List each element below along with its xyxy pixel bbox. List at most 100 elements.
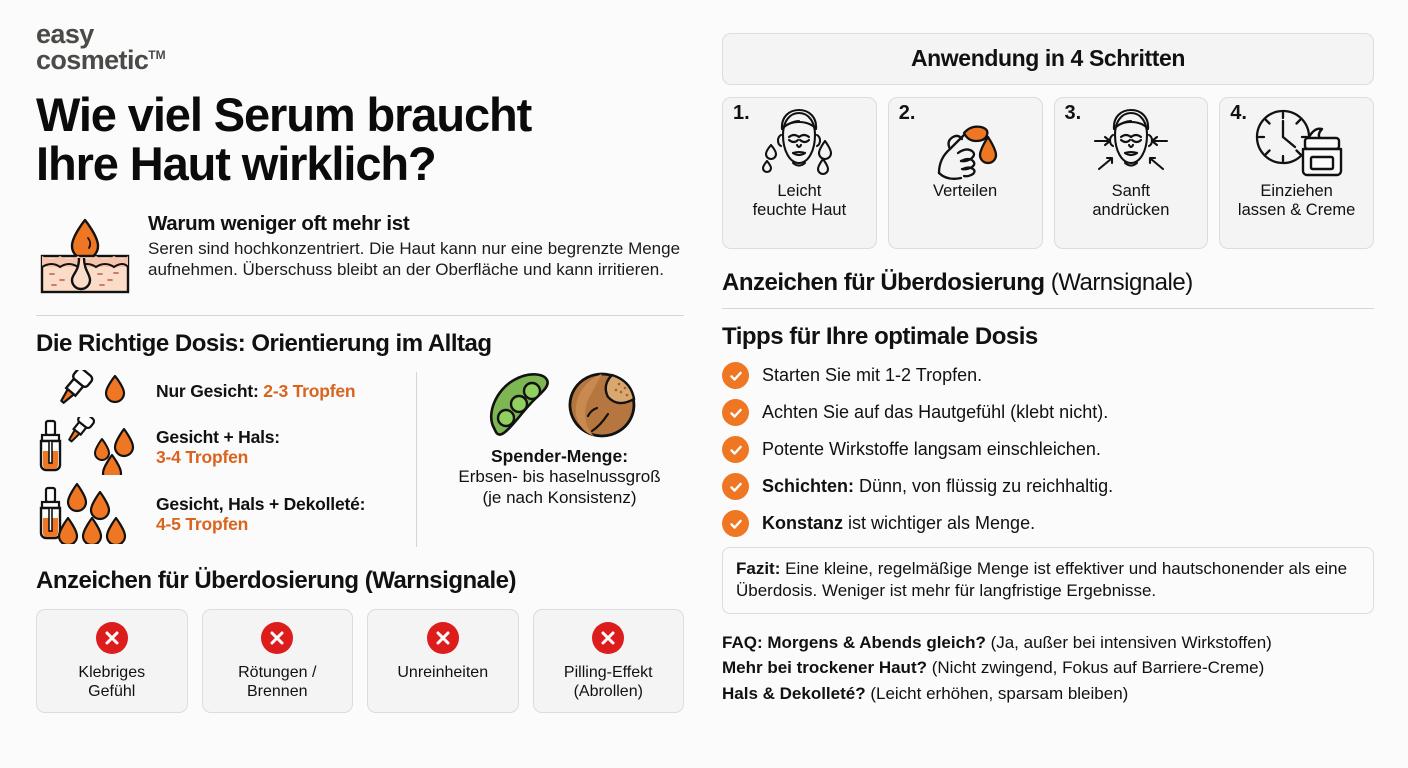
brand-logo-line1: easy <box>36 19 94 49</box>
bottle-five-drops-icon <box>36 482 150 549</box>
step-label: Verteilen <box>933 182 998 200</box>
hand-with-serum-drop-icon <box>889 104 1042 182</box>
step-card-4: 4. <box>1219 97 1374 249</box>
dose-row-text: Gesicht + Hals: 3-4 Tropfen <box>156 427 280 468</box>
step-card-1: 1. <box>722 97 877 249</box>
step-card-2: 2. <box>887 97 1043 249</box>
divider-1 <box>36 314 684 316</box>
spender-line2: Erbsen- bis haselnussgroß <box>458 467 661 487</box>
x-circle-icon <box>95 621 128 654</box>
faq-question: FAQ: Morgens & Abends gleich? <box>722 633 986 653</box>
step-number: 4. <box>1230 102 1247 124</box>
x-circle-icon <box>592 621 625 654</box>
faq-answer: (Leicht erhöhen, sparsam bleiben) <box>865 683 1129 703</box>
step-card-3: 3. <box>1053 97 1209 249</box>
tip-item: Konstanz ist wichtiger als Menge. <box>722 510 1374 537</box>
dose-row: Gesicht + Hals: 3-4 Tropfen <box>36 411 408 483</box>
dose-row: Nur Gesicht: 2-3 Tropfen <box>36 366 408 415</box>
hazelnut-icon <box>568 372 635 437</box>
page-title: Wie viel Serum braucht Ihre Haut wirklic… <box>36 90 684 190</box>
warning-card-label: Unreinheiten <box>397 663 489 681</box>
left-column: easy cosmeticTM Wie viel Serum braucht I… <box>36 19 684 713</box>
face-with-water-drops-icon <box>723 104 876 182</box>
spender-line3: (je nach Konsistenz) <box>482 488 637 508</box>
fazit-text: Eine kleine, regelmäßige Menge ist effek… <box>736 559 1348 601</box>
clock-and-cream-jar-icon <box>1220 104 1373 182</box>
tip-text: Achten Sie auf das Hautgefühl (klebt nic… <box>762 402 1109 423</box>
tip-text: Schichten: Dünn, von flüssig zu reichhal… <box>762 476 1114 497</box>
dose-section-heading: Die Richtige Dosis: Orientierung im Allt… <box>36 329 492 357</box>
x-circle-icon <box>426 621 459 654</box>
dose-row-text: Nur Gesicht: 2-3 Tropfen <box>156 381 356 402</box>
steps-row: 1. <box>722 97 1374 249</box>
tip-item: Potente Wirkstoffe langsam einschleichen… <box>722 436 1374 463</box>
step-number: 3. <box>1064 102 1082 124</box>
why-body: Seren sind hochkonzentriert. Die Haut ka… <box>148 238 681 279</box>
step-number: 2. <box>898 102 916 124</box>
check-circle-icon <box>722 362 749 389</box>
why-title: Warum weniger oft mehr ist <box>148 211 410 235</box>
dose-divider <box>416 371 417 547</box>
warnings-heading-bold: Anzeichen für Überdosierung <box>722 269 1045 296</box>
faq-question: Mehr bei trockener Haut? <box>722 658 927 678</box>
check-circle-icon <box>722 436 749 463</box>
warning-card: Unreinheiten <box>367 608 519 713</box>
dose-row: Gesicht, Hals + Dekolleté: 4-5 Tropfen <box>36 482 408 549</box>
steps-banner: Anwendung in 4 Schritten <box>722 33 1374 85</box>
pipette-one-drop-icon <box>36 366 150 415</box>
warning-card: Pilling-Effekt(Abrollen) <box>532 608 684 713</box>
trademark-symbol: TM <box>148 47 166 62</box>
tip-item: Starten Sie mit 1-2 Tropfen. <box>722 362 1374 389</box>
warnings-heading-left: Anzeichen für Überdosierung (Warnsignale… <box>36 566 517 594</box>
right-column: Anwendung in 4 Schritten 1. <box>722 33 1374 706</box>
dose-list: Nur Gesicht: 2-3 Tropfen <box>36 366 408 549</box>
tips-heading: Tipps für Ihre optimale Dosis <box>722 323 1038 350</box>
check-circle-icon <box>722 473 749 500</box>
warning-card: Rötungen /Brennen <box>201 608 353 713</box>
dose-row-text: Gesicht, Hals + Dekolleté: 4-5 Tropfen <box>156 494 366 535</box>
divider-2 <box>722 308 1374 309</box>
tip-text: Starten Sie mit 1-2 Tropfen. <box>762 365 983 386</box>
spender-block: Spender-Menge: Erbsen- bis haselnussgroß… <box>435 370 684 549</box>
tip-text: Potente Wirkstoffe langsam einschleichen… <box>762 439 1101 460</box>
warning-card-label: Rötungen /Brennen <box>238 663 317 700</box>
tip-text: Konstanz ist wichtiger als Menge. <box>762 513 1036 534</box>
faq-answer: (Nicht zwingend, Fokus auf Barriere-Crem… <box>927 658 1265 678</box>
dose-amount: 2-3 Tropfen <box>263 381 356 402</box>
step-number: 1. <box>733 102 750 124</box>
why-text: Warum weniger oft mehr ist Seren sind ho… <box>148 210 684 281</box>
warnings-heading-right: Anzeichen für Überdosierung (Warnsignale… <box>722 269 1374 297</box>
fazit-box: Fazit: Eine kleine, regelmäßige Menge is… <box>722 547 1374 615</box>
page-title-line2: Ihre Haut wirklich? <box>36 136 437 190</box>
warnings-heading-regular: (Warnsignale) <box>1044 269 1194 296</box>
check-circle-icon <box>722 510 749 537</box>
tip-item: Achten Sie auf das Hautgefühl (klebt nic… <box>722 399 1374 426</box>
faq-question: Hals & Dekolleté? <box>722 683 866 703</box>
faq-item: Hals & Dekolleté? (Leicht erhöhen, spars… <box>722 681 1374 706</box>
tip-item: Schichten: Dünn, von flüssig zu reichhal… <box>722 473 1374 500</box>
spender-title: Spender-Menge: <box>490 445 629 466</box>
dose-amount: 3-4 Tropfen <box>156 447 249 468</box>
x-circle-icon <box>261 621 294 654</box>
skin-cross-section-droplet-icon <box>36 210 134 301</box>
brand-logo-line2: cosmeticTM <box>36 44 166 75</box>
faq-list: FAQ: Morgens & Abends gleich? (Ja, außer… <box>722 630 1374 705</box>
bottle-three-drops-icon <box>36 411 150 483</box>
why-less-is-more-block: Warum weniger oft mehr ist Seren sind ho… <box>36 210 684 301</box>
pea-pod-icon <box>489 372 549 436</box>
tips-list: Starten Sie mit 1-2 Tropfen. Achten Sie … <box>722 362 1374 537</box>
check-circle-icon <box>722 399 749 426</box>
spender-icons <box>435 370 684 442</box>
face-with-press-arrows-icon <box>1055 104 1208 182</box>
brand-logo: easy cosmeticTM <box>36 19 684 75</box>
spender-caption: Spender-Menge: Erbsen- bis haselnussgroß… <box>435 446 684 509</box>
faq-item: FAQ: Morgens & Abends gleich? (Ja, außer… <box>722 630 1374 655</box>
dose-panel: Nur Gesicht: 2-3 Tropfen <box>36 366 684 549</box>
